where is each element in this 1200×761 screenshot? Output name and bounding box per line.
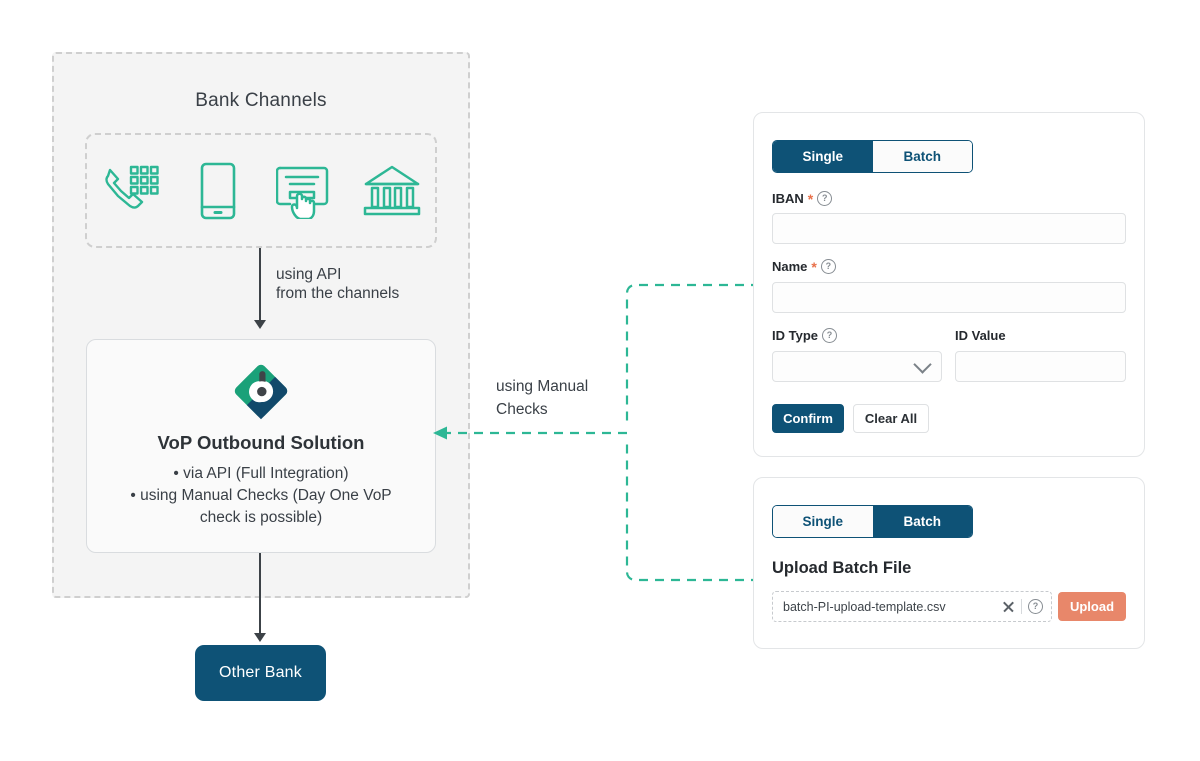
- chevron-down-icon: [913, 354, 932, 374]
- id-value-label: ID Value: [955, 328, 1006, 343]
- clear-all-button[interactable]: Clear All: [853, 404, 929, 433]
- name-label-text: Name: [772, 259, 808, 274]
- tab-single-batchcard[interactable]: Single: [773, 506, 873, 537]
- vop-brand-logo: [232, 362, 290, 420]
- batch-file-dropzone[interactable]: batch-PI-upload-template.csv ?: [772, 591, 1052, 622]
- edge-label-api-line1: using API: [276, 266, 342, 283]
- iban-help-icon[interactable]: ?: [817, 191, 833, 206]
- bank-channels-title: Bank Channels: [195, 90, 327, 111]
- divider: [1021, 599, 1022, 614]
- id-type-help-icon[interactable]: ?: [822, 328, 837, 343]
- tab-batch[interactable]: Batch: [872, 141, 972, 172]
- name-label: Name * ?: [772, 259, 836, 274]
- bank-building-icon: [361, 160, 423, 222]
- id-type-label-text: ID Type: [772, 328, 818, 343]
- online-banking-click-icon: [274, 160, 336, 222]
- vop-bullet-1: • via API (Full Integration): [173, 465, 349, 482]
- tab-batch-batchcard[interactable]: Batch: [872, 506, 972, 537]
- batch-file-name: batch-PI-upload-template.csv: [783, 599, 946, 614]
- mobile-phone-icon: [187, 160, 249, 222]
- edge-label-manual-line1: using Manual: [496, 378, 589, 395]
- iban-required-asterisk: *: [807, 190, 814, 207]
- edge-label-using-api: using API from the channels: [276, 265, 399, 303]
- channels-icon-row: [85, 133, 437, 248]
- batch-file-help-icon[interactable]: ?: [1028, 599, 1043, 614]
- close-icon[interactable]: [1002, 600, 1015, 613]
- id-type-select[interactable]: [772, 351, 942, 382]
- single-card-mode-toggle[interactable]: Single Batch: [772, 140, 973, 173]
- iban-input[interactable]: [772, 213, 1126, 244]
- tab-single[interactable]: Single: [773, 141, 873, 172]
- edge-label-manual-line2: Checks: [496, 401, 548, 418]
- edge-channels-to-vop: [254, 248, 266, 329]
- vop-card-title: VoP Outbound Solution: [157, 432, 365, 453]
- iban-label: IBAN * ?: [772, 190, 833, 207]
- iban-label-text: IBAN: [772, 191, 804, 206]
- name-required-asterisk: *: [811, 258, 817, 275]
- vop-bullet-2: • using Manual Checks (Day One VoP: [130, 487, 392, 504]
- batch-card-mode-toggle[interactable]: Single Batch: [772, 505, 973, 538]
- edge-label-using-manual-checks: using Manual Checks: [496, 375, 588, 421]
- id-value-input[interactable]: [955, 351, 1126, 382]
- vop-bullet-3: check is possible): [199, 509, 323, 526]
- confirm-button[interactable]: Confirm: [772, 404, 844, 433]
- edge-vop-to-other-bank: [254, 553, 266, 642]
- id-value-label-text: ID Value: [955, 328, 1006, 343]
- vop-card-bullets: • via API (Full Integration) • using Man…: [105, 463, 417, 529]
- name-help-icon[interactable]: ?: [820, 259, 836, 274]
- edge-manual-checks-connector: [433, 283, 760, 582]
- vop-outbound-solution-card: VoP Outbound Solution • via API (Full In…: [86, 339, 436, 553]
- phone-keypad-icon: [100, 160, 162, 222]
- edge-label-api-line2: from the channels: [276, 285, 400, 302]
- upload-batch-file-heading: Upload Batch File: [772, 559, 912, 577]
- other-bank-node: Other Bank: [195, 645, 326, 701]
- upload-button[interactable]: Upload: [1058, 592, 1126, 621]
- id-type-label: ID Type ?: [772, 328, 837, 343]
- name-input[interactable]: [772, 282, 1126, 313]
